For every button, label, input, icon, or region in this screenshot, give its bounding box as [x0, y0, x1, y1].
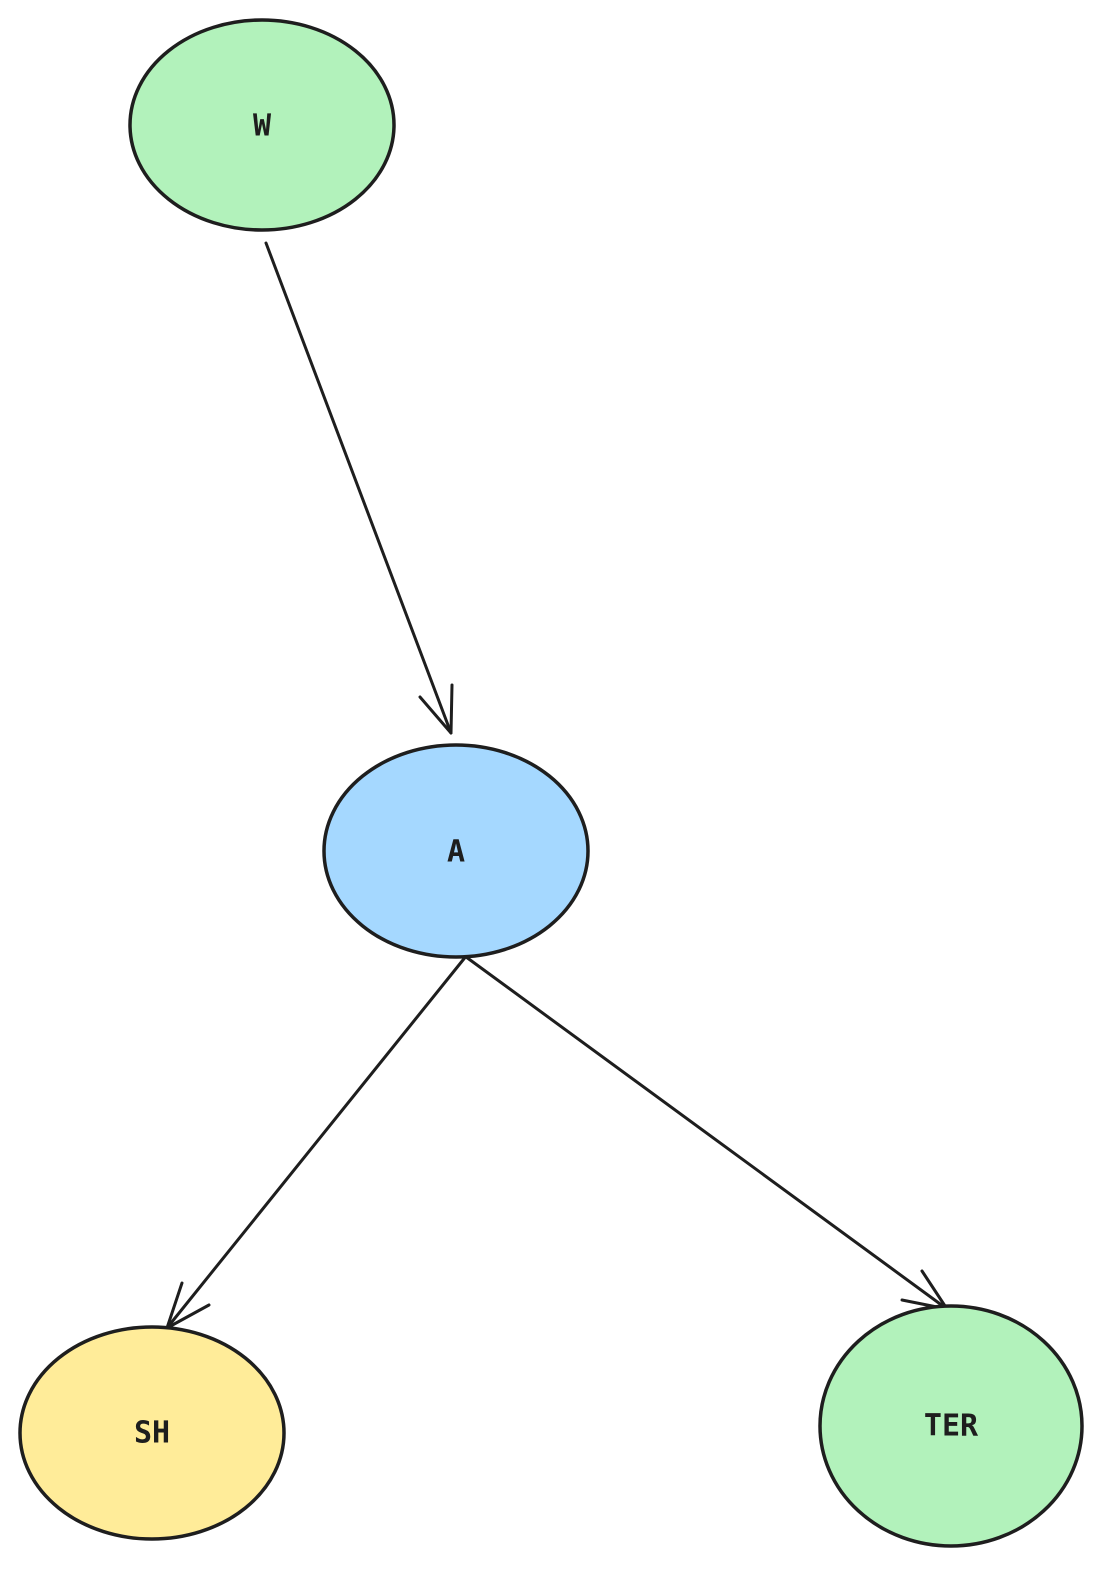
node-w[interactable]: W — [128, 18, 396, 232]
edge-a-to-ter-line — [460, 952, 949, 1311]
node-sh-label: SH — [134, 1416, 170, 1451]
node-a-label: A — [447, 835, 465, 870]
node-sh-shape — [18, 1325, 286, 1541]
node-a[interactable]: A — [322, 743, 590, 959]
node-w-label: W — [253, 109, 272, 144]
edge-w-to-a[interactable] — [264, 241, 454, 735]
edge-a-to-sh-line — [165, 953, 469, 1330]
edge-w-to-a-arrowhead — [418, 683, 454, 735]
node-ter-shape — [818, 1304, 1084, 1548]
edge-a-to-ter[interactable] — [460, 952, 949, 1311]
node-ter[interactable]: TER — [818, 1304, 1084, 1548]
edge-w-to-a-line — [264, 241, 453, 735]
node-sh[interactable]: SH — [18, 1325, 286, 1541]
node-w-shape — [128, 18, 396, 232]
edge-a-to-sh[interactable] — [165, 953, 469, 1330]
node-a-shape — [322, 743, 590, 959]
node-ter-label: TER — [924, 1409, 979, 1444]
